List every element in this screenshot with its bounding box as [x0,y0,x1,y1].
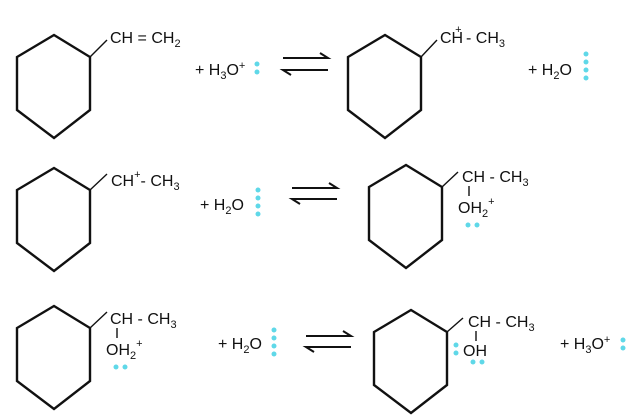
cyclohexane-ring [346,33,423,140]
bond [446,317,464,333]
bond [420,39,438,58]
cyclohexane-ring [372,308,449,415]
water-byproduct: + H2O [528,62,572,82]
reaction-step-2: CH+- CH3 + H2O CH - CH3 OH2+ [15,163,529,273]
water-reagent: + H2O [200,197,244,217]
lone-pair-dots [255,187,261,217]
reaction-step-1: CH = CH2 + H3O+ CH+ - CH3 + H2O [15,24,589,140]
cyclohexane-ring [15,304,92,411]
equilibrium-arrow [288,182,341,205]
hydronium-reagent: + H3O+ [195,60,245,82]
bond [89,39,108,58]
lone-pair-dots [465,222,480,228]
lone-pair-dots [453,342,485,365]
lone-pair-dots [254,61,260,75]
lone-pair-dots [271,327,277,357]
cyclohexane-ring [15,33,92,140]
bond [89,173,108,191]
water-reagent: + H2O [218,336,262,356]
ethyl-chain: CH - CH3 [462,169,529,189]
equilibrium-arrow [279,52,332,76]
reaction-step-3: CH - CH3 OH2+ + H2O CH - CH3 OH + H3O+ [15,304,626,415]
oxonium-group: OH2+ [106,338,143,362]
cyclohexane-ring [367,163,444,270]
ethyl-chain: CH - CH3 [468,314,535,334]
lone-pair-dots [583,51,589,81]
cyclohexane-ring [15,166,92,273]
bond [441,171,459,188]
carbocation-group: CH+ - CH3 [440,24,505,50]
vinyl-group: CH = CH2 [110,30,181,50]
oxonium-group: OH2+ [458,196,495,220]
carbocation-group: CH+- CH3 [111,169,180,193]
ethyl-chain: CH - CH3 [110,311,177,331]
bond [89,311,108,329]
equilibrium-arrow [302,330,355,353]
hydronium-byproduct: + H3O+ [560,334,610,356]
lone-pair-dots [113,364,128,370]
hydroxyl-group: OH [463,343,487,360]
lone-pair-dots [620,337,626,351]
